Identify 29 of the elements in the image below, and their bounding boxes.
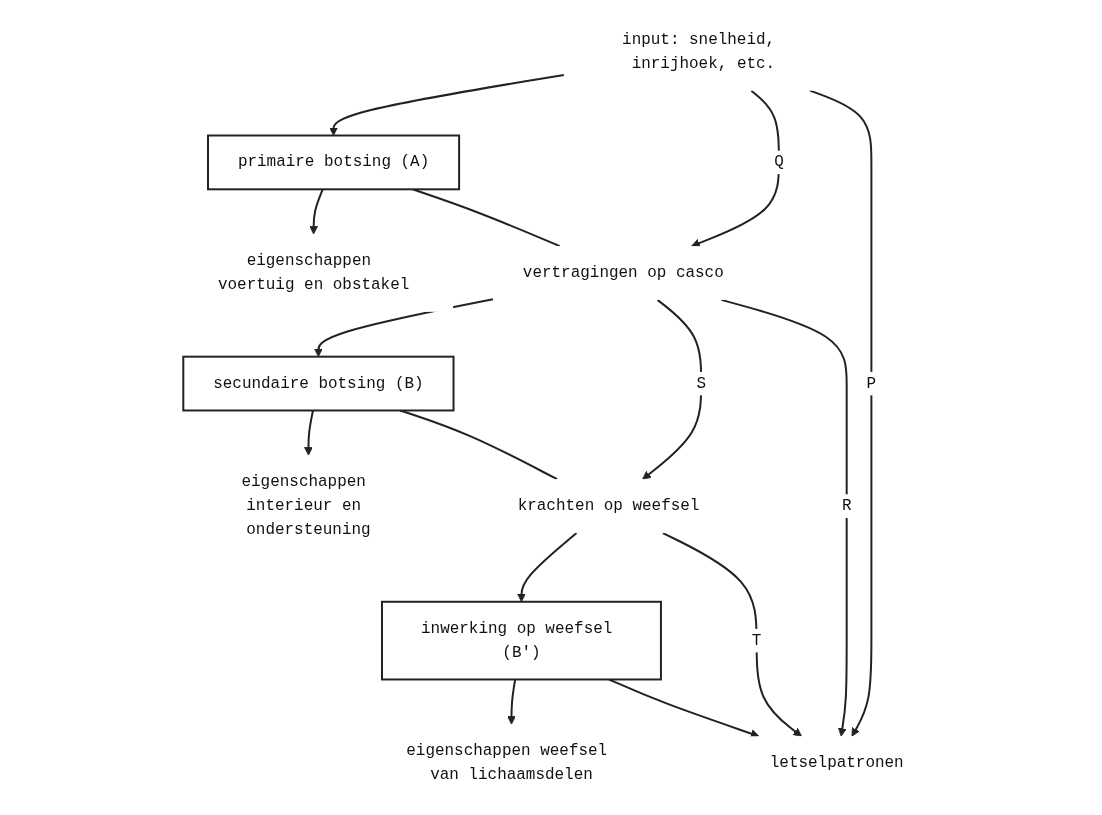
connector <box>399 409 558 481</box>
node-box: primaire botsing (A) <box>206 134 460 191</box>
node-text: vertragingen op casco <box>522 264 724 282</box>
node-text: input: snelheid, inrijhoek, etc. <box>621 30 775 73</box>
arrow <box>607 678 760 738</box>
node-text: eigenschappen weefsel van lichaamsdelen <box>406 742 607 785</box>
arrow <box>313 298 494 358</box>
node-box: secundaire botsing (B) <box>182 355 455 412</box>
edge-label: T <box>751 631 762 650</box>
edge-label: P <box>866 374 876 393</box>
node-box: inwerking op weefsel (B') <box>380 600 662 681</box>
node-text: eigenschappen interieur en ondersteuning <box>241 473 371 539</box>
arrow <box>303 409 314 456</box>
edge-label: S <box>696 374 706 393</box>
arrow <box>690 89 780 248</box>
arrow <box>328 73 565 136</box>
arrow <box>720 298 848 737</box>
edge-label: R <box>841 497 852 516</box>
arrow <box>808 89 873 737</box>
arrow <box>309 188 324 235</box>
node-text: eigenschappen voertuig en obstakel <box>217 252 410 294</box>
edge-label: Q <box>773 153 784 172</box>
node-text: krachten op weefsel <box>517 497 700 516</box>
arrow <box>506 678 516 725</box>
arrow <box>516 532 578 603</box>
arrow <box>661 532 802 737</box>
connector <box>411 188 561 248</box>
arrow <box>641 298 702 480</box>
node-text: letselpatronen <box>769 754 904 773</box>
